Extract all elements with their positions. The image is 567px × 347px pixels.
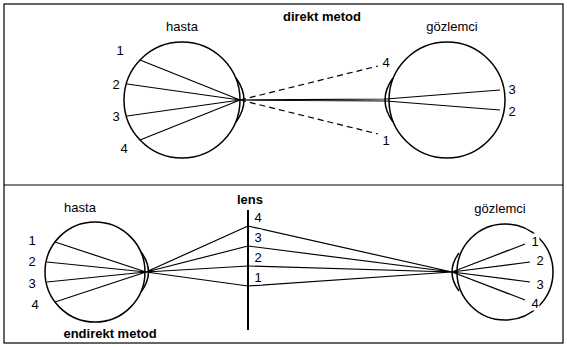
light-ray bbox=[127, 60, 240, 140]
observer-eye bbox=[389, 42, 505, 158]
callout-number: 1 bbox=[253, 270, 262, 285]
callout-number: 2 bbox=[111, 77, 120, 92]
callout-number: 3 bbox=[507, 82, 516, 97]
section-title: endirekt metod bbox=[62, 326, 157, 341]
divider bbox=[4, 184, 563, 185]
patient-eye bbox=[124, 42, 240, 158]
section-title: direkt metod bbox=[282, 9, 362, 24]
callout-number: 4 bbox=[30, 297, 39, 312]
eye-label: hasta bbox=[165, 19, 199, 34]
cornea bbox=[385, 78, 393, 122]
callout-number: 1 bbox=[115, 43, 124, 58]
callout-number: 2 bbox=[535, 253, 544, 268]
callout-number: 1 bbox=[27, 233, 36, 248]
callout-number: 2 bbox=[253, 250, 262, 265]
light-ray bbox=[248, 226, 530, 300]
callout-number: 4 bbox=[381, 55, 390, 70]
light-ray bbox=[47, 226, 248, 302]
eye-label: gözlemci bbox=[473, 201, 526, 216]
callout-number: 4 bbox=[530, 296, 539, 311]
eye-label: gözlemci bbox=[425, 19, 478, 34]
callout-number: 3 bbox=[535, 277, 544, 292]
callout-number: 4 bbox=[253, 210, 262, 225]
callout-number: 3 bbox=[253, 230, 262, 245]
patient-eye bbox=[45, 222, 145, 322]
callout-number: 2 bbox=[27, 254, 36, 269]
eye-label: hasta bbox=[63, 200, 97, 215]
lens-label: lens bbox=[236, 192, 264, 207]
condensing-lens bbox=[247, 210, 249, 330]
observer-eye bbox=[457, 224, 553, 320]
callout-number: 4 bbox=[119, 141, 128, 156]
callout-number: 1 bbox=[530, 234, 539, 249]
frame bbox=[4, 4, 563, 343]
callout-number: 1 bbox=[381, 133, 390, 148]
light-ray bbox=[240, 90, 500, 110]
callout-number: 3 bbox=[27, 276, 36, 291]
callout-number: 2 bbox=[507, 104, 516, 119]
callout-number: 3 bbox=[111, 109, 120, 124]
